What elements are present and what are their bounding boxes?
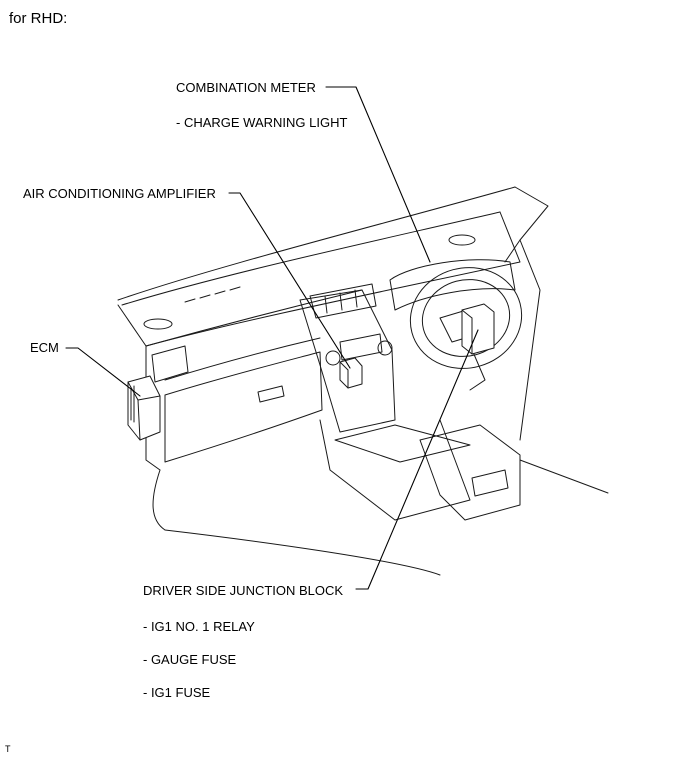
charge-warning-light-label: - CHARGE WARNING LIGHT [176, 115, 348, 130]
meter-hood [389, 259, 516, 311]
ecm-unit [127, 375, 161, 441]
glovebox-outline [164, 351, 323, 463]
left-knob [325, 350, 341, 366]
armrest-slot [471, 469, 509, 497]
defrost-vent [184, 286, 241, 303]
right-a-pillar [504, 186, 549, 263]
windshield-edge [117, 186, 516, 301]
leader-ac-amplifier [228, 192, 351, 369]
driver-side-junction-block-label: DRIVER SIDE JUNCTION BLOCK [143, 583, 344, 598]
combination-meter-label: COMBINATION METER [176, 80, 316, 95]
armrest [419, 424, 521, 521]
right-speaker [448, 234, 476, 246]
lower-console [319, 419, 471, 521]
dash-top [117, 211, 521, 347]
top-dash-line [121, 211, 501, 306]
page-title: for RHD: [9, 10, 68, 27]
floor-right [519, 459, 609, 494]
right-door [519, 239, 541, 441]
left-speaker [143, 318, 173, 330]
gauge-fuse-label: - GAUGE FUSE [143, 652, 237, 667]
glovebox-upper [164, 337, 321, 381]
air-conditioning-amplifier-label: AIR CONDITIONING AMPLIFIER [23, 186, 216, 201]
ig1-fuse-label: - IG1 FUSE [143, 685, 211, 700]
floor-left [152, 469, 166, 531]
footer-mark: T [5, 744, 11, 754]
center-stack [299, 289, 396, 433]
leader-junction-block [355, 329, 479, 590]
right-knob [377, 340, 393, 356]
console-top [334, 424, 471, 463]
left-vent [151, 345, 189, 383]
steering-column [469, 344, 486, 391]
center-vents [309, 283, 377, 319]
ecm-label: ECM [30, 340, 59, 355]
ac-amplifier-unit [339, 357, 363, 389]
junction-block-unit [461, 303, 495, 355]
steering-wheel-inner [421, 279, 511, 357]
floor-bottom [164, 529, 441, 576]
dash-front-edge [145, 289, 363, 347]
leader-combination-meter [325, 86, 431, 263]
leader-ecm [65, 347, 141, 397]
glovebox-handle [257, 385, 285, 403]
ig1-no1-relay-label: - IG1 NO. 1 RELAY [143, 619, 255, 634]
display-panel [339, 333, 383, 361]
